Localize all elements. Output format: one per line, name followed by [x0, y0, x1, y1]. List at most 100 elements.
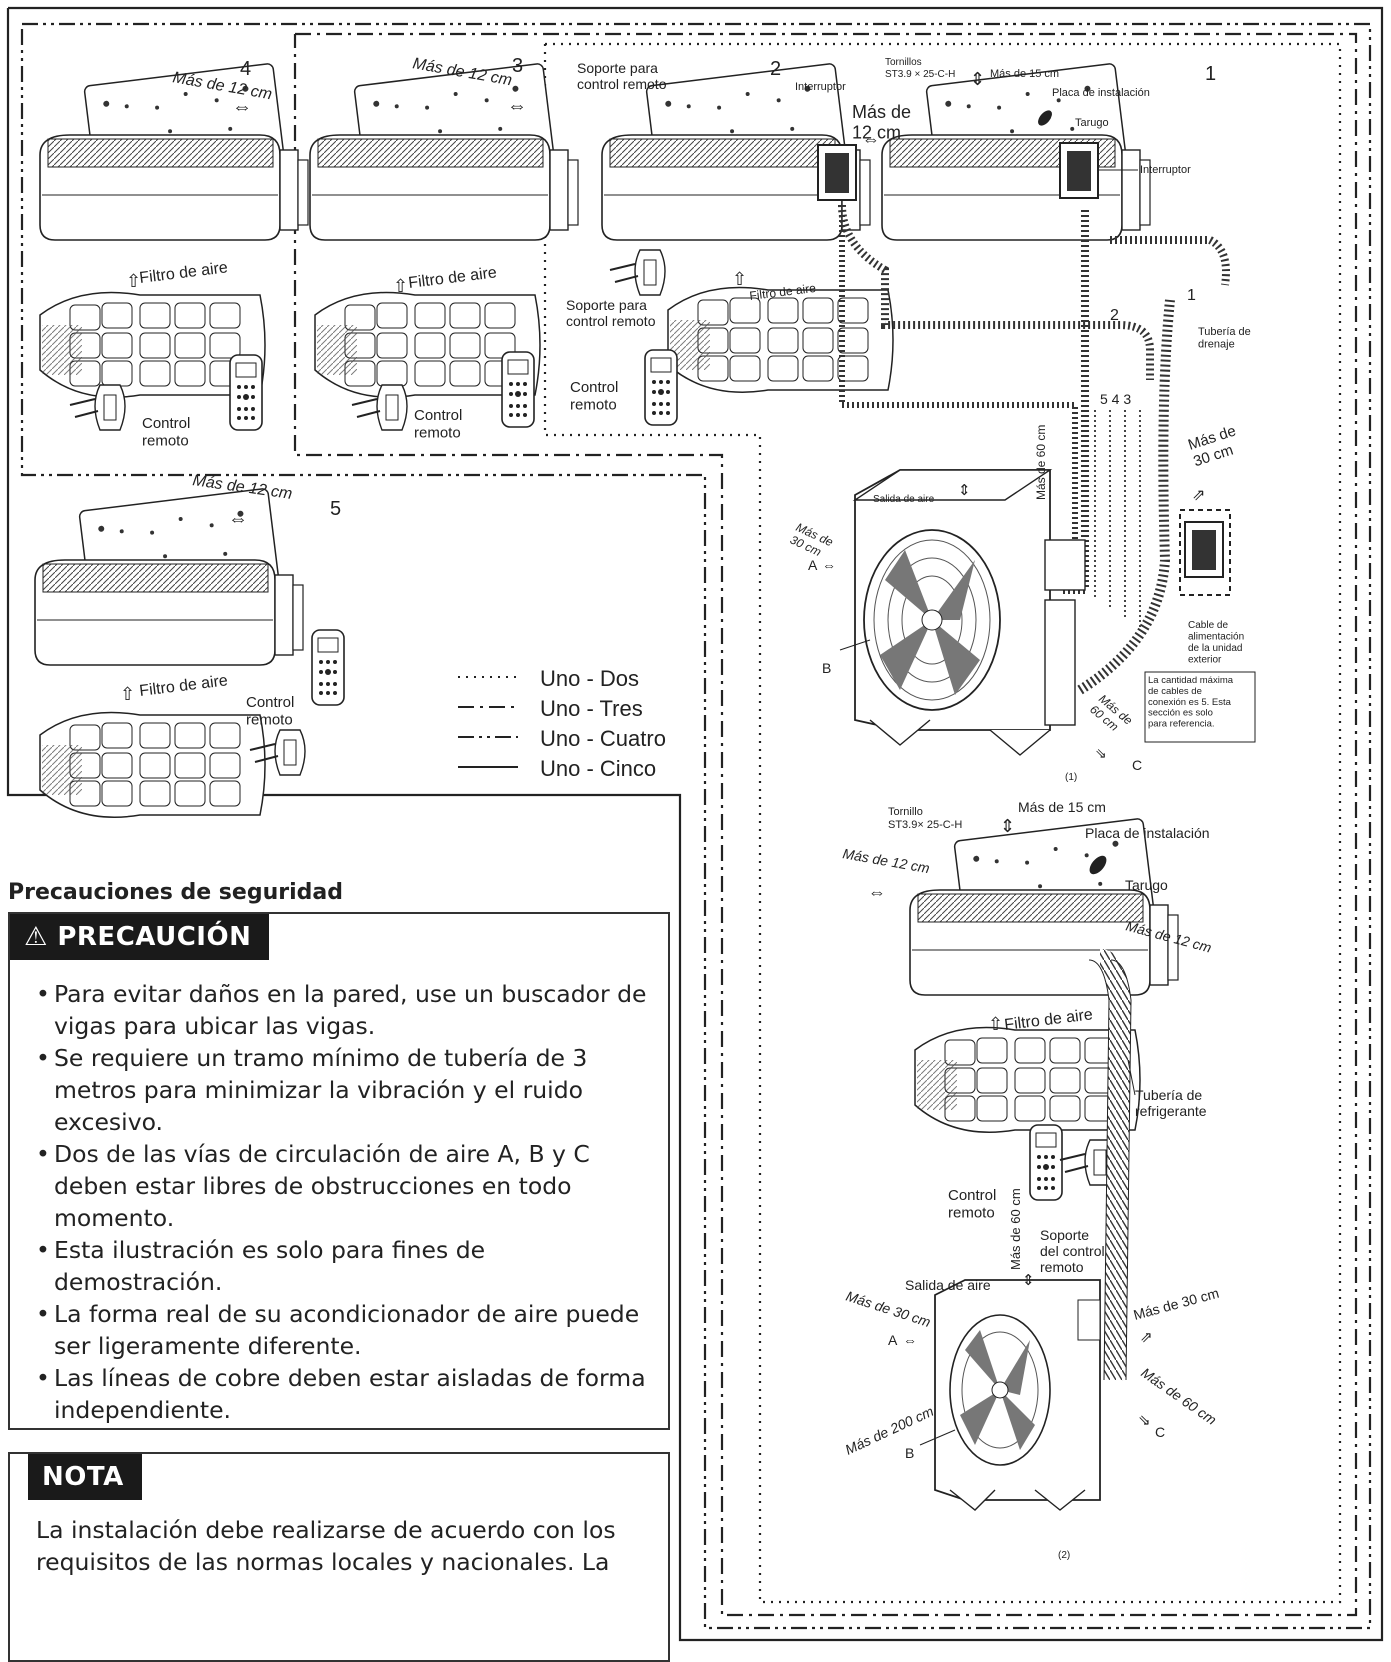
svg-text:⇧: ⇧ [126, 271, 141, 291]
switch-label: Interruptor [795, 81, 846, 93]
right-clearance: Más de60 cm [1087, 692, 1135, 739]
svg-text:⇔: ⇔ [868, 882, 886, 902]
safety-heading: Precauciones de seguridad [8, 880, 343, 905]
airflow-c: C [1155, 1424, 1165, 1440]
remote-icon [501, 351, 535, 428]
svg-text:⇔: ⇔ [862, 129, 880, 149]
air-outlet-label: Salida de aire [873, 494, 935, 505]
legend-label: Uno - Cinco [540, 756, 656, 781]
svg-text:⇧: ⇧ [732, 269, 747, 289]
top-clearance: Más de 15 cm [990, 68, 1059, 80]
svg-text:2: 2 [1110, 307, 1119, 324]
note-text: La instalación debe realizarse de acuerd… [36, 1516, 616, 1576]
filter-label: Filtro de aire [138, 672, 228, 700]
svg-text:1: 1 [1187, 287, 1196, 304]
legend-label: Uno - Tres [540, 696, 643, 721]
boundary-uno-cinco [6, 6, 1384, 1642]
svg-text:⇔: ⇔ [822, 557, 836, 573]
filter-label: Filtro de aire [407, 264, 497, 292]
unit-number-3: 3 [512, 55, 523, 77]
indoor-unit-4: 4 Más de 12 cm ⇔ ⇧ Filtro de aire Contro… [39, 58, 309, 449]
caution-panel: ⚠ PRECAUCIÓN Para evitar daños en la par… [8, 912, 670, 1430]
front-200-clearance: Más de 200 cm [843, 1403, 937, 1458]
reference-note-box [1144, 671, 1256, 743]
unit-number-2: 2 [770, 58, 781, 80]
remote-icon [229, 354, 263, 431]
svg-text:⇘: ⇘ [1095, 745, 1107, 761]
svg-text:⇕: ⇕ [958, 482, 971, 499]
rear-clearance: Más de30 cm [1186, 422, 1243, 470]
svg-text:⇔: ⇔ [507, 95, 527, 117]
airflow-b: B [822, 660, 831, 676]
screw-spec: ST3.9× 25-C-H [888, 819, 962, 831]
remote-holder-icon [609, 249, 666, 296]
zone-boundaries [6, 6, 1384, 1642]
anchor-icon [1038, 110, 1052, 126]
boundary-uno-tres [293, 32, 1358, 1617]
svg-text:⇧: ⇧ [393, 276, 408, 296]
left-30-clearance: Más de 30 cm [844, 1288, 933, 1330]
indoor-unit-3: 3 Más de 12 cm ⇔ ⇧ Filtro de aire Contro… [309, 55, 579, 441]
boundary-uno-cuatro [20, 22, 1372, 1630]
anchor-label: Tarugo [1075, 117, 1109, 129]
airflow-a: A [888, 1332, 898, 1348]
anchor-icon [1089, 855, 1107, 875]
svg-text:⇔: ⇔ [903, 1332, 917, 1348]
filter-label: Filtro de aire [138, 259, 228, 287]
svg-text:⇧: ⇧ [120, 684, 135, 704]
airflow-c: C [1132, 757, 1142, 773]
unit-number-1: 1 [1205, 63, 1216, 85]
figure-tag-2: (2) [1058, 1550, 1070, 1561]
svg-text:⇧: ⇧ [988, 1014, 1003, 1034]
unit-number-4: 4 [240, 58, 251, 80]
figure-tag-1: (1) [1065, 772, 1077, 783]
left-clearance: Más de30 cm [788, 520, 836, 562]
caution-item: Las líneas de cobre deben estar aisladas… [36, 1362, 650, 1426]
outdoor-unit-1: Más de 60 cm ⇕ Salida de aire Más de30 c… [788, 422, 1256, 783]
top-clearance: Más de 60 cm [1034, 425, 1048, 500]
remote-icon [311, 629, 345, 706]
screw-label: Tornillo [888, 806, 923, 818]
svg-text:⇗: ⇗ [1140, 1329, 1153, 1346]
plate-label: Placa de instalación [1052, 87, 1150, 99]
screw-spec: ST3.9 × 25-C-H [885, 69, 955, 80]
airflow-a: A [808, 557, 818, 573]
screws-label: Tornillos [885, 57, 922, 68]
anchor-label: Tarugo [1125, 877, 1168, 893]
legend-label: Uno - Dos [540, 666, 639, 691]
caution-item: Se requiere un tramo mínimo de tubería d… [36, 1042, 650, 1138]
caution-item: Para evitar daños en la pared, use un bu… [36, 978, 650, 1042]
switch-icon [1059, 142, 1099, 199]
top-clearance: Más de 15 cm [1018, 799, 1106, 815]
note-title: NOTA [28, 1454, 142, 1500]
svg-text:⇘: ⇘ [1138, 1412, 1151, 1429]
plate-label: Placa de instalación [1085, 825, 1210, 841]
svg-text:⇗: ⇗ [1192, 487, 1205, 504]
svg-text:⇕: ⇕ [1000, 816, 1015, 836]
outdoor-switch-box [1179, 509, 1231, 596]
switch-icon [817, 144, 857, 201]
svg-text:⇔: ⇔ [232, 96, 252, 118]
unit-number-5: 5 [330, 498, 341, 520]
svg-text:⇕: ⇕ [1022, 1272, 1035, 1289]
left-clearance: Más de 12 cm [841, 845, 931, 876]
note-panel: NOTA La instalación debe realizarse de a… [8, 1452, 670, 1662]
caution-item: Dos de las vías de circulación de aire A… [36, 1138, 650, 1234]
cable-numbers: 5 4 3 [1100, 391, 1131, 407]
remote-icon [644, 349, 678, 426]
switch-label: Interruptor [1140, 164, 1191, 176]
